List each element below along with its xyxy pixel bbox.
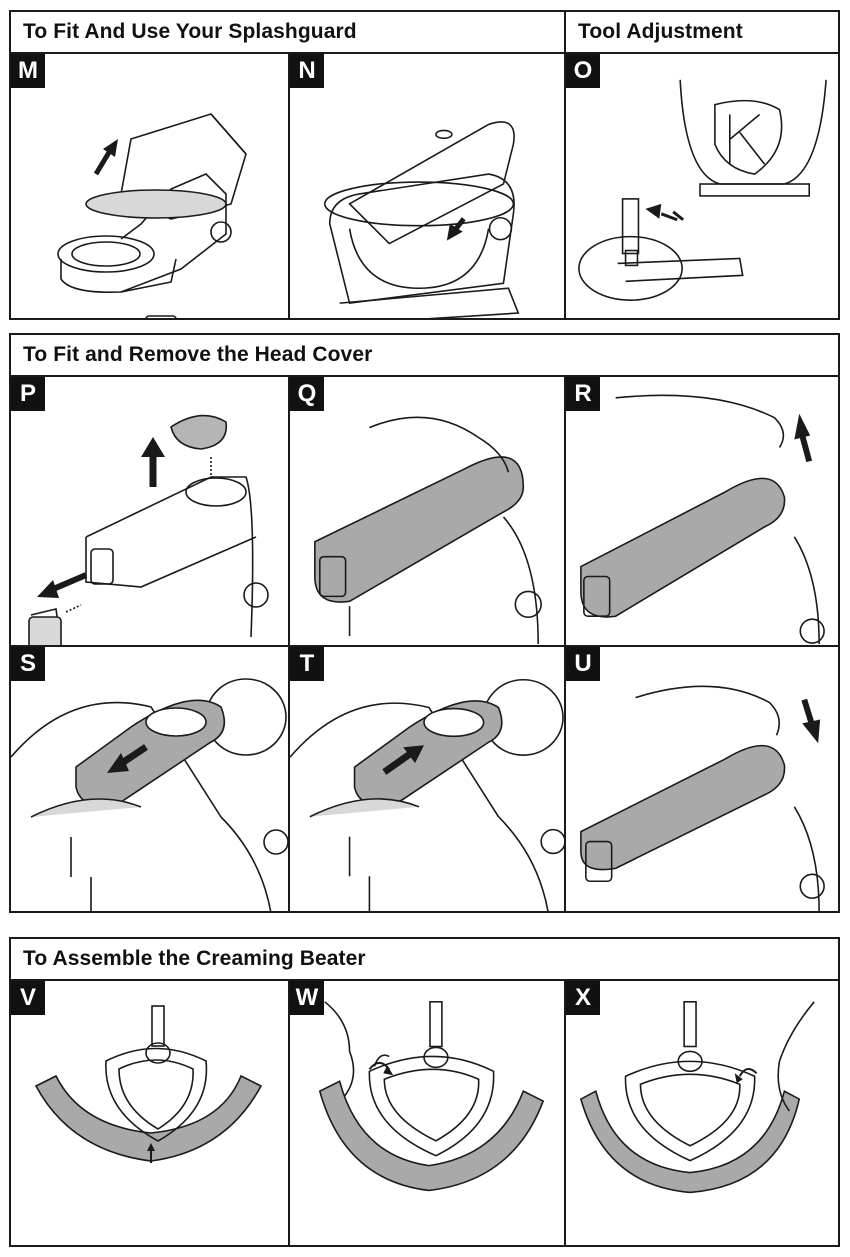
section-title-splashguard: To Fit And Use Your Splashguard <box>23 20 357 43</box>
step-panel-t: T <box>288 647 564 913</box>
head-cover-parts-illustration <box>28 414 269 645</box>
section-splashguard: To Fit And Use Your Splashguard Tool Adj… <box>9 10 840 320</box>
head-cover-slide-out-illustration <box>11 678 288 913</box>
section-title-head-cover: To Fit and Remove the Head Cover <box>23 343 373 366</box>
section-title-creaming-beater: To Assemble the Creaming Beater <box>23 947 366 970</box>
step-badge-n: N <box>290 54 324 88</box>
head-cover-slide-in-illustration <box>290 678 564 913</box>
splashguard-fit-illustration <box>323 121 520 318</box>
section-creaming-beater: To Assemble the Creaming Beater V W <box>9 937 840 1247</box>
step-panel-s: S <box>11 647 288 913</box>
step-badge-v: V <box>11 981 45 1015</box>
step-panel-q: Q <box>288 377 564 645</box>
step-panel-v: V <box>11 981 288 1245</box>
step-badge-u: U <box>566 647 600 681</box>
step-panel-w: W <box>288 981 564 1245</box>
step-badge-p: P <box>11 377 45 411</box>
step-badge-t: T <box>290 647 324 681</box>
step-badge-r: R <box>566 377 600 411</box>
step-panel-u: U <box>564 647 838 913</box>
step-panel-m: M <box>11 54 288 318</box>
section-header: To Assemble the Creaming Beater <box>11 939 838 981</box>
beater-assembly-step-w-illustration <box>318 1001 545 1192</box>
step-badge-x: X <box>566 981 600 1015</box>
step-panel-x: X <box>564 981 838 1245</box>
step-badge-s: S <box>11 647 45 681</box>
step-panel-o: O <box>564 54 838 318</box>
step-badge-o: O <box>566 54 600 88</box>
tool-adjustment-illustration <box>578 79 827 301</box>
step-badge-w: W <box>290 981 324 1015</box>
section-head-cover: To Fit and Remove the Head Cover P <box>9 333 840 913</box>
step-panel-r: R <box>564 377 838 645</box>
step-badge-q: Q <box>290 377 324 411</box>
beater-assembly-step-x-illustration <box>579 1001 815 1194</box>
beater-assembly-step-v-illustration <box>34 1005 263 1163</box>
step-panel-p: P <box>11 377 288 645</box>
step-badge-m: M <box>11 54 45 88</box>
step-panel-n: N <box>288 54 564 318</box>
head-cover-press-down-illustration <box>580 685 825 913</box>
mixer-head-up-illustration <box>57 113 247 318</box>
head-cover-fit-illustration <box>314 416 542 645</box>
section-title-tool-adjustment: Tool Adjustment <box>564 12 838 52</box>
head-cover-remove-illustration <box>580 394 825 645</box>
section-header: To Fit and Remove the Head Cover <box>11 335 838 377</box>
section-header: To Fit And Use Your Splashguard Tool Adj… <box>11 12 838 54</box>
